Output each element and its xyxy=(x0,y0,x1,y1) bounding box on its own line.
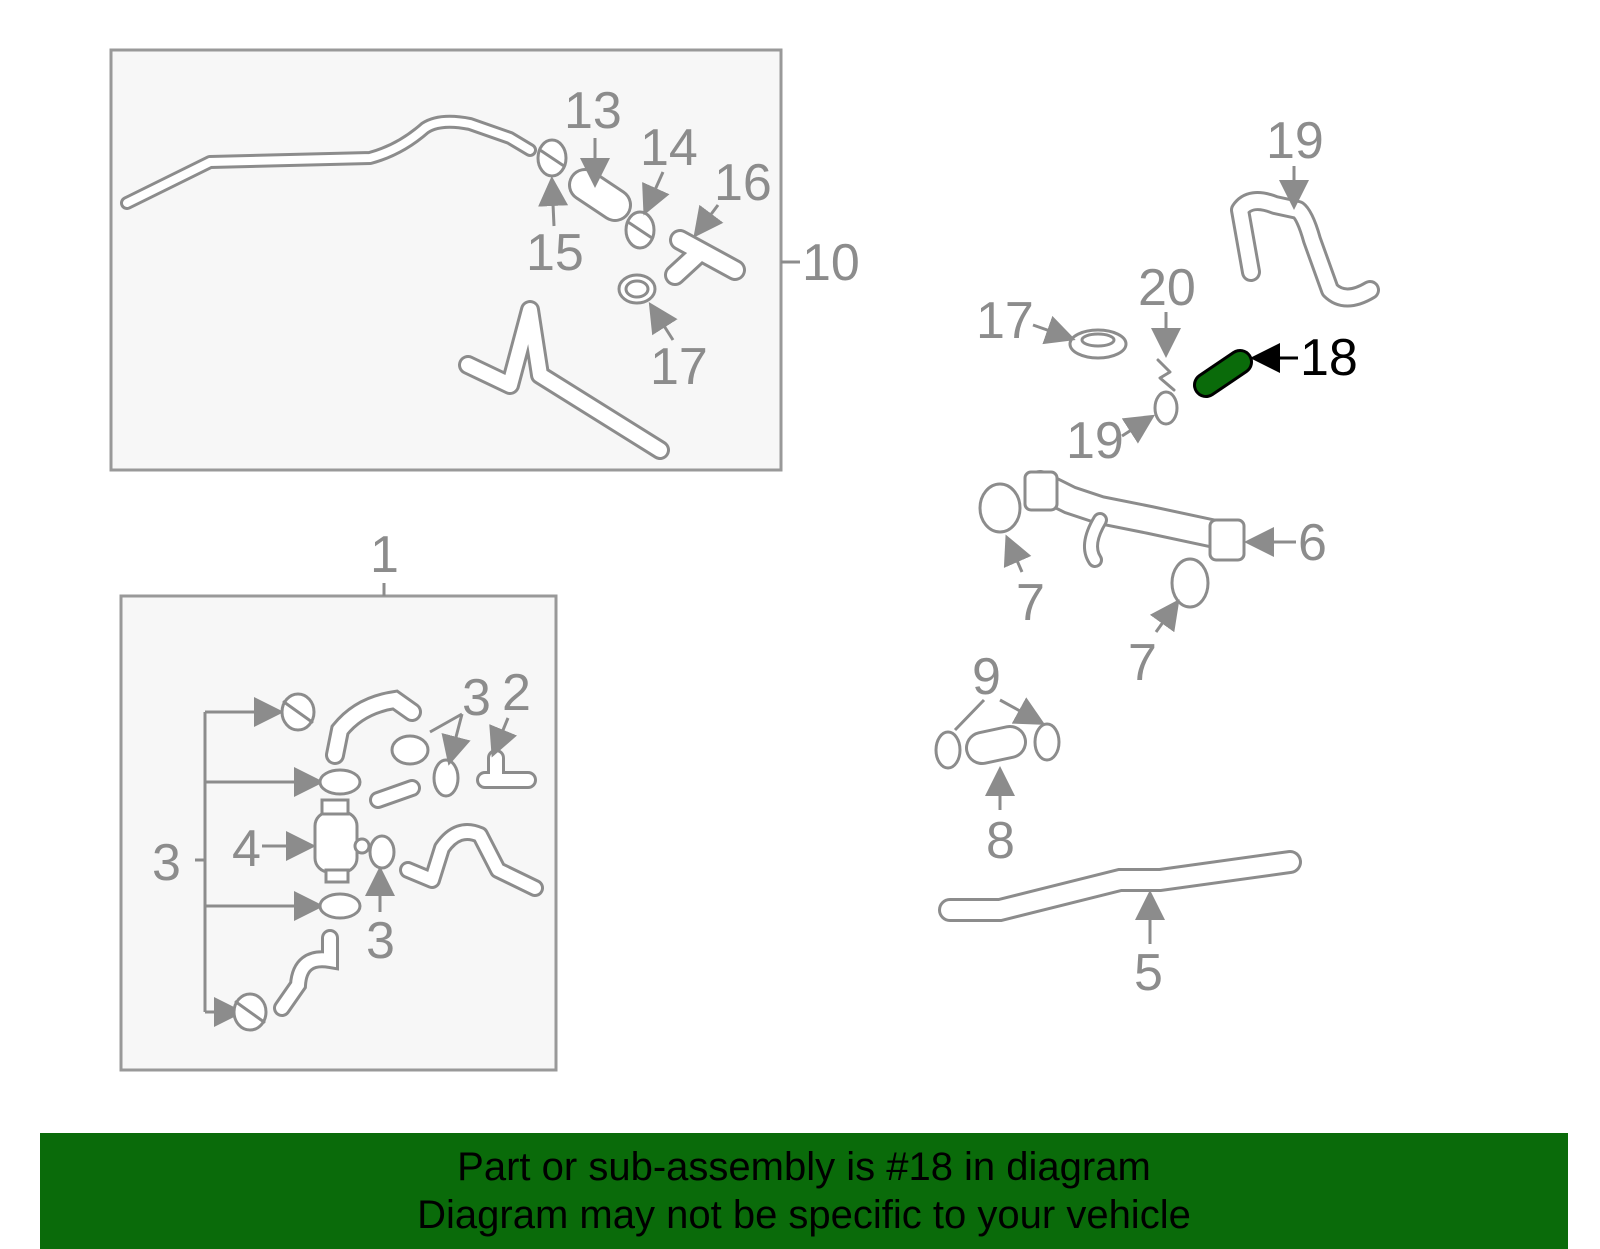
hose-s-right xyxy=(399,823,544,897)
callout-9: 9 xyxy=(972,648,1001,706)
clamp-3d xyxy=(232,992,268,1032)
oring-7a xyxy=(978,482,1022,534)
callout-11: 13 xyxy=(564,82,622,140)
info-banner: Part or sub-assembly is #18 in diagram D… xyxy=(40,1133,1568,1249)
long-pipe-10 xyxy=(120,114,537,210)
callout-13: 15 xyxy=(526,224,584,282)
hose-upper xyxy=(325,689,422,765)
ring-16 xyxy=(617,273,657,305)
pipe-5 xyxy=(938,850,1302,922)
callout-12: 14 xyxy=(640,119,698,177)
leader-3-upper xyxy=(430,712,462,760)
callout-19: 19 xyxy=(1066,412,1124,470)
cap-17 xyxy=(1068,328,1128,360)
clamp-3a xyxy=(280,692,316,732)
sensor-18 xyxy=(1193,349,1253,398)
hose-11 xyxy=(568,168,632,222)
oring-19 xyxy=(1153,390,1179,426)
oring-7b xyxy=(1170,557,1210,609)
hose-lower xyxy=(273,929,339,1017)
bent-pipe-10 xyxy=(458,300,670,460)
callout-3-left: 3 xyxy=(152,834,181,892)
leader-12 xyxy=(642,171,670,216)
callout-6: 6 xyxy=(1298,514,1327,572)
clamp-3e xyxy=(390,734,430,766)
banner-line-2: Diagram may not be specific to your vehi… xyxy=(417,1193,1191,1237)
clamp-3f xyxy=(432,758,460,798)
leader-7a xyxy=(1003,534,1032,573)
hose-short xyxy=(369,779,421,809)
hose-8 xyxy=(965,725,1027,765)
clamp-9b xyxy=(1033,722,1061,762)
callout-10: 10 xyxy=(802,234,860,292)
callout-3-lower: 3 xyxy=(366,912,395,970)
clamp-12 xyxy=(624,210,656,250)
clamp-3b xyxy=(318,768,362,796)
callout-4: 4 xyxy=(232,820,261,878)
leader-16 xyxy=(648,301,678,341)
leader-17 xyxy=(1032,315,1076,345)
callout-5: 5 xyxy=(1134,944,1163,1002)
callout-18: 18 xyxy=(1300,329,1358,387)
water-pipe-6 xyxy=(1023,470,1246,568)
clamp-9a xyxy=(934,730,962,770)
leader-2 xyxy=(489,717,518,758)
callout-14: 16 xyxy=(714,154,772,212)
callout-20: 20 xyxy=(1138,259,1196,317)
callout-17: 17 xyxy=(976,292,1034,350)
hose-15 xyxy=(1230,191,1380,308)
clamp-3c xyxy=(318,892,362,920)
callout-15: 19 xyxy=(1266,112,1324,170)
callout-7-upper: 7 xyxy=(1016,574,1045,632)
callout-2: 2 xyxy=(502,664,531,722)
callout-1: 1 xyxy=(370,526,399,584)
banner-line-1: Part or sub-assembly is #18 in diagram xyxy=(457,1145,1151,1189)
leader-9 xyxy=(953,700,1040,730)
leader-7b xyxy=(1149,599,1180,633)
leader-19 xyxy=(1121,414,1156,444)
clamp-13 xyxy=(536,138,568,178)
leader-13 xyxy=(538,176,569,227)
bracket-3 xyxy=(195,712,207,1012)
callout-3-upper: 3 xyxy=(462,669,491,727)
clip-20 xyxy=(1156,358,1176,392)
connector-14 xyxy=(664,229,746,286)
connector-2 xyxy=(476,749,537,789)
clamp-3g xyxy=(368,834,396,870)
leader-14 xyxy=(693,204,724,238)
callout-7-lower: 7 xyxy=(1128,634,1157,692)
callout-16: 17 xyxy=(650,338,708,396)
callout-8: 8 xyxy=(986,812,1015,870)
